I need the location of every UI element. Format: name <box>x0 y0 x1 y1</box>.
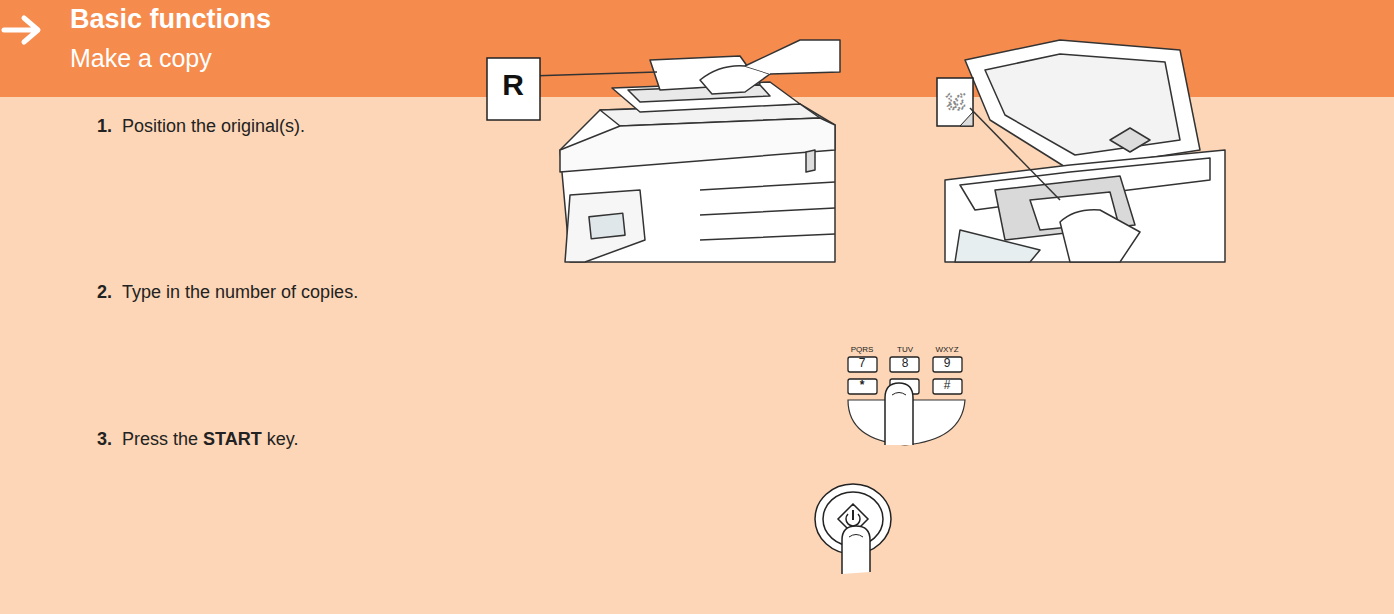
key-digit: 9 <box>944 357 951 371</box>
step-text: Press the <box>122 429 198 450</box>
original-sheet-callout <box>487 58 540 120</box>
step-text: Type in the number of copies. <box>122 282 358 303</box>
band-edge <box>0 26 1 97</box>
callout-leader <box>970 108 1060 200</box>
original-sheet-callout <box>937 78 973 126</box>
step-text: key. <box>267 429 299 450</box>
start-key-figure <box>815 484 891 574</box>
section-title: Basic functions <box>70 4 271 35</box>
key-digit: 7 <box>859 357 866 371</box>
section-subtitle: Make a copy <box>70 44 212 73</box>
key-name: START <box>203 429 262 450</box>
key-letters: TUV <box>897 345 913 354</box>
step-number: 2. <box>97 282 112 303</box>
key-letters: PQRS <box>851 345 874 354</box>
step-text: Position the original(s). <box>122 116 305 137</box>
key-letters: WXYZ <box>935 345 958 354</box>
keypad-figure <box>848 357 965 445</box>
mirrored-letter-ghost: ℜ <box>945 89 966 114</box>
step-number: 3. <box>97 429 112 450</box>
callout-leader <box>530 72 657 76</box>
key-digit: 8 <box>902 357 909 371</box>
key-symbol: * <box>860 379 865 393</box>
header-arrow <box>4 18 38 42</box>
key-symbol: # <box>944 379 951 393</box>
callout-letter: R <box>502 68 524 103</box>
step-number: 1. <box>97 116 112 137</box>
copier-glass-figure <box>945 40 1225 262</box>
